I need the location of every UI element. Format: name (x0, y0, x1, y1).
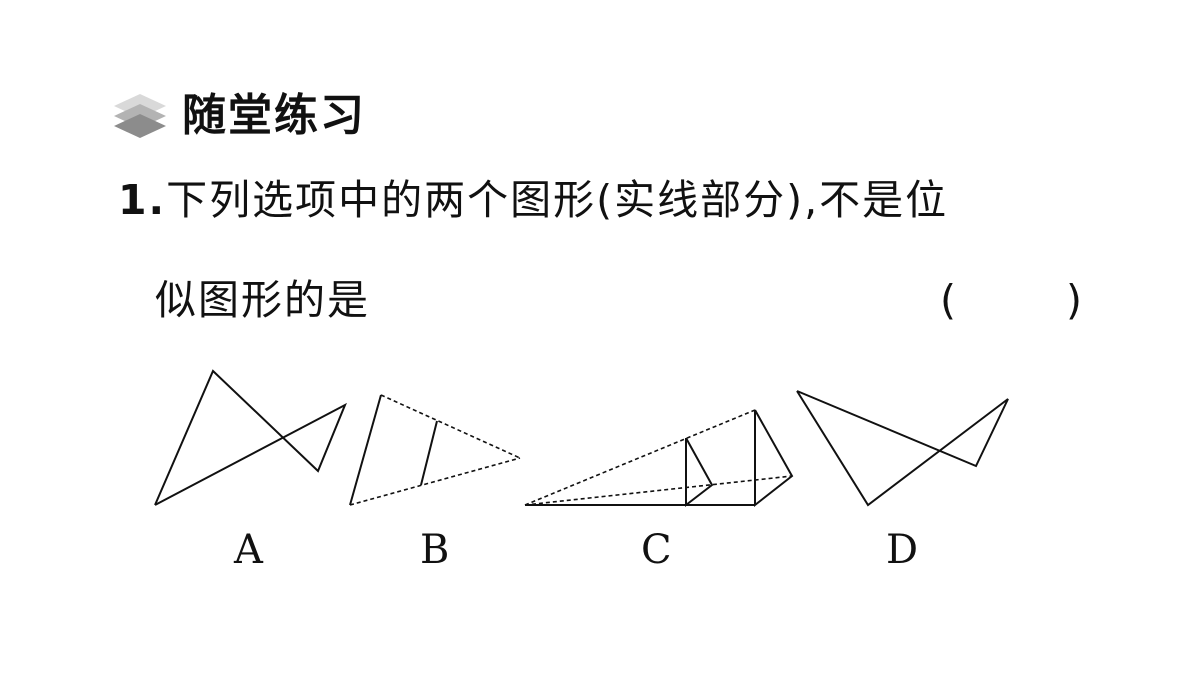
stacked-layers-icon (114, 94, 166, 138)
option-label-d: D (886, 527, 919, 573)
option-label-a: A (234, 527, 263, 573)
section-title: 随堂练习 (182, 90, 366, 141)
figure-a-outline (154, 369, 347, 506)
figure-b-dashed-bottom (349, 457, 521, 506)
question-text-line-1: 下列选项中的两个图形(实线部分),不是位 (166, 176, 949, 224)
figure-b-dashed-top (380, 394, 521, 459)
section-header: 随堂练习 (108, 86, 366, 146)
figure-a (154, 369, 347, 506)
figure-b-inner-edge (420, 420, 438, 486)
figure-c (524, 409, 794, 508)
option-label-b: B (420, 527, 450, 573)
figure-d-outline (796, 390, 1009, 507)
figure-c-dashed-middle (524, 475, 793, 506)
figure-c-large-triangle (754, 409, 794, 508)
answer-bracket-open: ( (940, 276, 956, 324)
figure-b-left-edge (349, 394, 382, 506)
question-line-1: 1.下列选项中的两个图形(实线部分),不是位 (118, 180, 948, 221)
question-number: 1. (118, 176, 167, 224)
figure-c-dashed-top (524, 409, 756, 506)
option-label-c: C (641, 527, 672, 573)
figure-d (796, 390, 1009, 507)
figure-c-small-triangle (685, 437, 714, 508)
figure-b (349, 394, 521, 506)
answer-bracket-close: ) (1066, 276, 1082, 324)
question-text-line-2: 似图形的是 (155, 276, 370, 324)
